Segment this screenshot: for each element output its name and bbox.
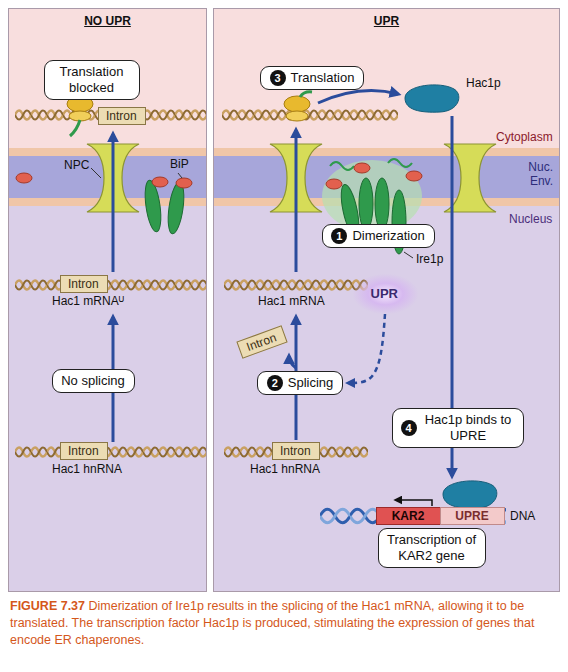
callout-number: 2 [267, 375, 283, 391]
node-label: Intron [68, 444, 99, 458]
intron-box: Intron [236, 325, 287, 358]
panel-heading: UPR [214, 14, 559, 28]
part-label: Hac1 hnRNA [250, 462, 322, 476]
node-label: Translation blocked [53, 64, 131, 96]
step-box: 3 Translation [260, 66, 364, 90]
node-label: Translation [291, 70, 355, 86]
hnrna-strand [224, 445, 368, 459]
nucleus-ground [8, 206, 207, 592]
hac1p-symbol [405, 85, 459, 112]
part-label: BiP [170, 157, 190, 171]
hac1p-symbol [443, 481, 497, 508]
outer-membrane [213, 148, 560, 156]
caption-body: Dimerization of Ire1p results in the spl… [10, 599, 534, 647]
part-label: DNA [510, 509, 537, 523]
part-label: Hac1 hnRNA [52, 462, 124, 476]
node-label: Dimerization [352, 228, 424, 244]
gene-box: KAR2 [376, 507, 441, 525]
node-label: Intron [245, 330, 279, 354]
cell-ground [213, 8, 560, 592]
part-label: Cytoplasm [496, 130, 554, 144]
cytoplasm-ground [8, 8, 207, 148]
mrna-strand [222, 108, 398, 122]
panel-heading: NO UPR [9, 14, 206, 28]
node-label: Splicing [288, 375, 334, 391]
part-label: Ire1p [416, 252, 445, 266]
hnrna-strand [15, 445, 207, 459]
cytoplasm-ground [213, 8, 560, 148]
step-box: Translation blocked [44, 60, 140, 100]
node-label: KAR2 [392, 509, 425, 523]
node-label: Intron [68, 277, 99, 291]
node-label: Intron [280, 444, 311, 458]
ribosome-symbol [67, 96, 93, 136]
step-box: 4 Hac1p binds to UPRE [392, 408, 524, 448]
mrna-strand [15, 278, 207, 292]
part-label: Hac1 mRNAᵁ [52, 294, 125, 308]
dna-helix [320, 506, 506, 526]
part-label: Nuc. Env. [515, 160, 553, 188]
callout-number: 4 [401, 420, 417, 436]
node-label: UPR [371, 286, 398, 301]
node-label: UPRE [455, 509, 488, 523]
node-label: No splicing [61, 373, 125, 389]
step-box: No splicing [52, 369, 135, 393]
part-label: NPC [64, 158, 91, 172]
part-label: Hac1 mRNA [258, 294, 326, 308]
part-label: Nucleus [509, 212, 554, 226]
node-label: Intron [106, 109, 137, 123]
figure-caption: FIGURE 7.37 Dimerization of Ire1p result… [10, 598, 558, 649]
dashed-connector [348, 314, 385, 383]
ribosome-symbol [284, 92, 312, 121]
callout-number: 1 [331, 228, 347, 244]
mrna-strand [15, 108, 207, 122]
step-box: 1 Dimerization [322, 224, 435, 248]
upr-glow: UPR [353, 274, 418, 314]
intron-box: Intron [98, 107, 146, 125]
part-label: Hac1p [466, 76, 502, 90]
transcription-arrow [396, 500, 432, 506]
figure-number: FIGURE 7.37 [10, 599, 85, 613]
bip-symbol [16, 173, 192, 188]
step-box: Transcription of KAR2 gene [378, 528, 486, 568]
intron-box: Intron [60, 442, 108, 460]
node-label: Transcription of KAR2 gene [387, 532, 477, 564]
cell-ground [8, 8, 207, 592]
unfolded-protein [330, 159, 412, 170]
cluster-cloud [322, 160, 422, 232]
intron-box: Intron [60, 275, 108, 293]
step-box: 2 Splicing [257, 371, 343, 395]
mrna-strand [224, 278, 368, 292]
callout-number: 3 [270, 70, 286, 86]
nucleus-ground [213, 206, 560, 592]
intron-box: Intron [272, 442, 320, 460]
bip-symbol [326, 163, 422, 189]
node-label: Hac1p binds to UPRE [422, 412, 515, 444]
element-box: UPRE [440, 507, 505, 525]
